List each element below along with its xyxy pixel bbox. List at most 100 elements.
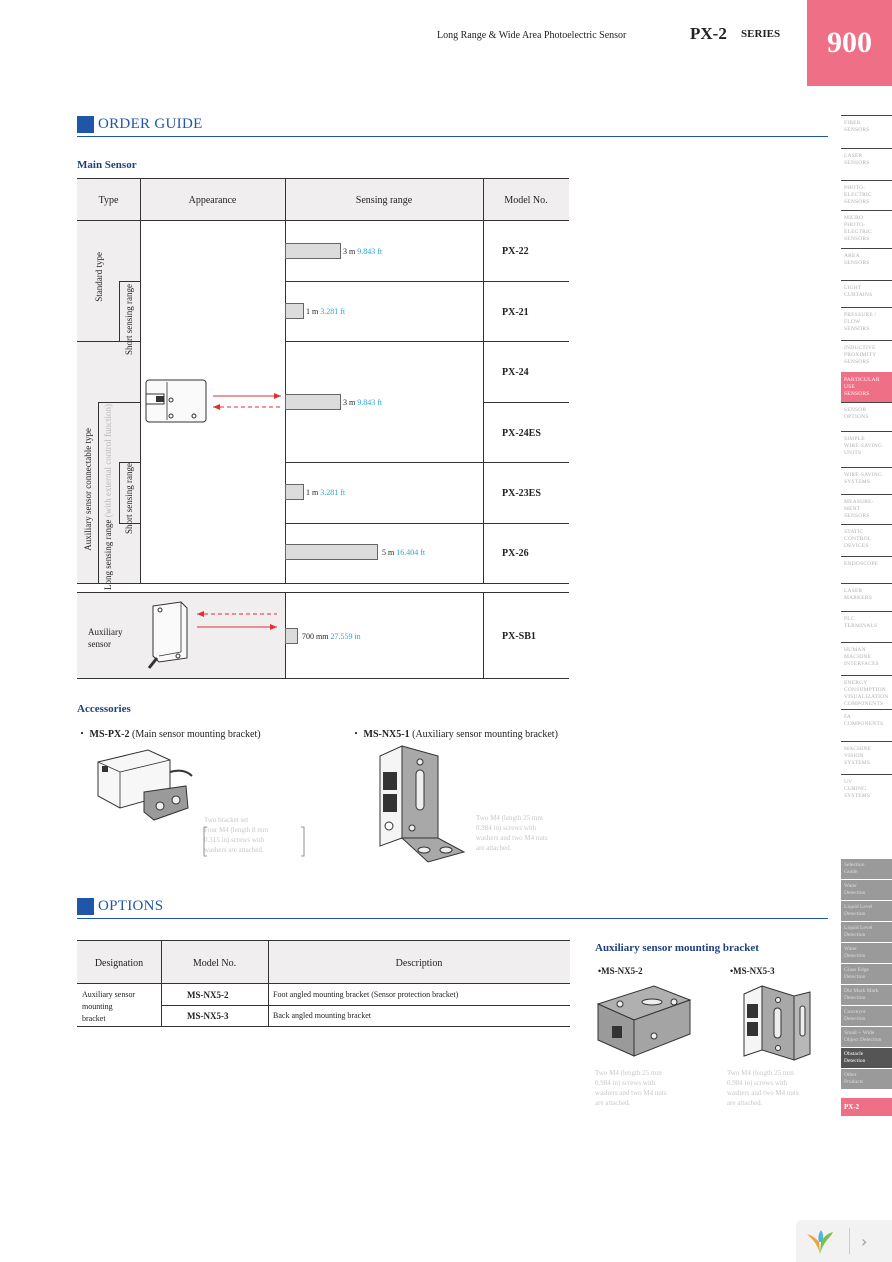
col-appearance: Appearance bbox=[188, 195, 237, 206]
ms-nx5-2-illustration bbox=[596, 985, 692, 1057]
series-word: SERIES bbox=[741, 28, 781, 40]
type-short-range-1: Short sensing range bbox=[124, 284, 134, 355]
ms-nx5-1-note: Two M4 (length 25 mm 0.984 in) screws wi… bbox=[476, 814, 548, 852]
bracket-ms-nx5-3-label: •MS-NX5-3 bbox=[730, 966, 775, 976]
model-px-22: PX-22 bbox=[502, 246, 529, 257]
aux-sensor-label: Auxiliary sensor bbox=[88, 627, 123, 649]
col-model-no: Model No. bbox=[504, 195, 548, 206]
heading-rule bbox=[77, 136, 828, 137]
side-current-item[interactable]: PX-2 bbox=[841, 1098, 892, 1116]
heading-rule bbox=[77, 918, 828, 919]
ms-nx5-1-illustration bbox=[379, 745, 466, 863]
ms-nx5-3-illustration bbox=[743, 985, 811, 1061]
range-bar bbox=[285, 628, 298, 644]
ms-px-2-note: Two bracket set Four M4 (length 8 mm 0.3… bbox=[204, 816, 269, 854]
next-page-chevron-icon[interactable]: › bbox=[861, 1232, 868, 1251]
type-short-range-2: Short sensing range bbox=[124, 463, 134, 534]
heading-square-icon bbox=[77, 898, 94, 915]
catalog-subtitle: Long Range & Wide Area Photoelectric Sen… bbox=[437, 30, 627, 41]
table-header-row bbox=[77, 178, 569, 220]
range-bar bbox=[285, 484, 304, 500]
range-bar bbox=[285, 394, 341, 410]
ms-nx5-3-note: Two M4 (length 25 mm 0.984 in) screws wi… bbox=[727, 1069, 799, 1107]
range-text: 700 mm 27.559 in bbox=[302, 632, 361, 641]
options-heading: OPTIONS bbox=[77, 898, 163, 915]
opt-model-ms-nx5-3: MS-NX5-3 bbox=[187, 1011, 229, 1021]
opt-designation: Auxiliary sensor mounting bracket bbox=[82, 990, 136, 1023]
range-text: 1 m 3.281 ft bbox=[306, 488, 346, 497]
ms-nx5-2-note: Two M4 (length 25 mm 0.984 in) screws wi… bbox=[595, 1069, 667, 1107]
model-px-sb1: PX-SB1 bbox=[502, 631, 536, 642]
aux-sensor-illustration bbox=[147, 601, 277, 669]
page-number-badge: 900 bbox=[807, 0, 892, 86]
model-px-21: PX-21 bbox=[502, 307, 529, 318]
heading-square-icon bbox=[77, 116, 94, 133]
series-name: PX-2 bbox=[690, 24, 727, 43]
bracket-ms-nx5-2-label: •MS-NX5-2 bbox=[598, 966, 643, 976]
col-type: Type bbox=[98, 195, 119, 206]
type-aux-connectable: Auxiliary sensor connectable type bbox=[83, 428, 93, 551]
type-column-bg bbox=[77, 220, 140, 583]
range-text: 3 m 9.843 ft bbox=[343, 398, 383, 407]
opt-col-designation: Designation bbox=[94, 958, 144, 969]
model-px-23es: PX-23ES bbox=[502, 488, 541, 499]
aux-bracket-title: Auxiliary sensor mounting bracket bbox=[595, 942, 759, 954]
viewer-widget bbox=[796, 1220, 892, 1262]
type-long-range: Long sensing range (with external contro… bbox=[103, 404, 113, 590]
accessories-title: Accessories bbox=[77, 703, 131, 715]
opt-col-description: Description bbox=[395, 958, 443, 969]
range-bar bbox=[285, 544, 378, 560]
col-sensing-range: Sensing range bbox=[355, 195, 413, 206]
order-guide-title: ORDER GUIDE bbox=[98, 116, 203, 132]
opt-desc-ms-nx5-3: Back angled mounting bracket bbox=[273, 1011, 371, 1020]
model-px-26: PX-26 bbox=[502, 548, 529, 559]
range-bar bbox=[285, 243, 341, 259]
side-nav-item[interactable]: ENDOSCOPE bbox=[841, 556, 892, 583]
widget-separator bbox=[849, 1228, 850, 1254]
opt-col-model: Model No. bbox=[192, 958, 237, 969]
model-px-24: PX-24 bbox=[502, 367, 529, 378]
note-bracket-lines bbox=[203, 826, 305, 857]
accessory-ms-nx5-1: ・ MS-NX5-1 (Auxiliary sensor mounting br… bbox=[351, 729, 558, 740]
order-guide-heading: ORDER GUIDE bbox=[77, 116, 203, 133]
options-title: OPTIONS bbox=[98, 898, 164, 914]
accessory-ms-px-2: ・ MS-PX-2 (Main sensor mounting bracket) bbox=[77, 729, 261, 740]
app-logo-icon bbox=[807, 1230, 833, 1254]
range-text: 3 m 9.843 ft bbox=[343, 247, 383, 256]
options-table-header bbox=[77, 940, 570, 983]
ms-px-2-illustration bbox=[97, 749, 193, 821]
main-sensor-title: Main Sensor bbox=[77, 159, 137, 171]
